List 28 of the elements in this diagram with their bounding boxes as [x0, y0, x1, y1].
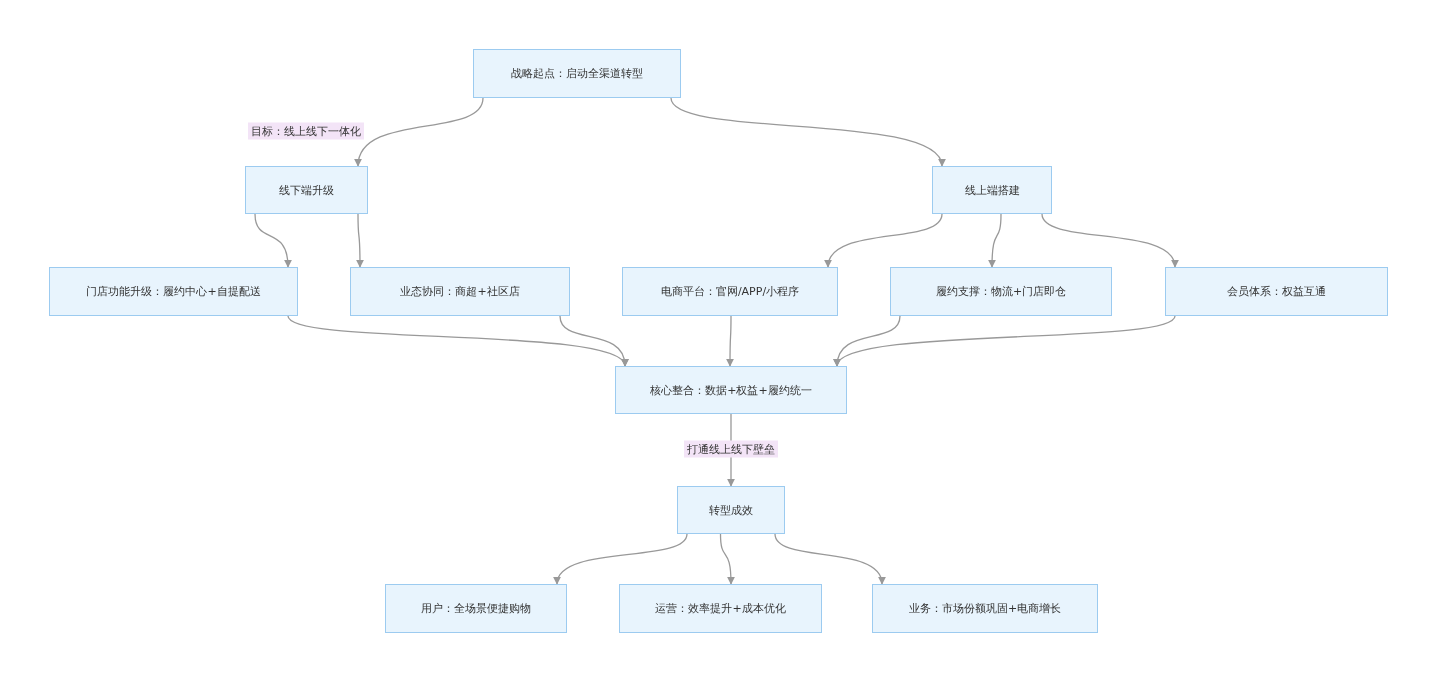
arrow: [355, 97, 484, 167]
arrow: [670, 97, 943, 167]
edge-label: 目标：线上线下一体化: [248, 122, 364, 140]
process-box: 转型成效: [677, 486, 785, 534]
process-box: 履约支撑：物流+门店即仓: [890, 267, 1112, 316]
process-box: 战略起点：启动全渠道转型: [473, 49, 681, 98]
process-box: 线下端升级: [245, 166, 368, 214]
process-box: 业态协同：商超+社区店: [350, 267, 570, 316]
arrow: [355, 213, 364, 268]
process-box: 运营：效率提升+成本优化: [619, 584, 822, 633]
arrow: [559, 315, 628, 367]
process-box: 业务：市场份额巩固+电商增长: [872, 584, 1098, 633]
arrow: [836, 315, 1176, 367]
arrow: [825, 213, 943, 268]
process-box: 线上端搭建: [932, 166, 1052, 214]
process-box: 电商平台：官网/APP/小程序: [622, 267, 838, 316]
arrow: [774, 533, 885, 585]
arrow: [719, 533, 735, 585]
process-box: 门店功能升级：履约中心+自提配送: [49, 267, 298, 316]
arrow: [555, 533, 688, 585]
process-box: 用户：全场景便捷购物: [385, 584, 567, 633]
arrow: [988, 213, 1002, 268]
process-box: 核心整合：数据+权益+履约统一: [615, 366, 847, 414]
arrow: [254, 213, 292, 268]
arrow: [726, 315, 734, 367]
process-box: 会员体系：权益互通: [1165, 267, 1388, 316]
arrow: [1041, 213, 1177, 268]
edge-label: 打通线上线下壁垒: [684, 440, 778, 458]
